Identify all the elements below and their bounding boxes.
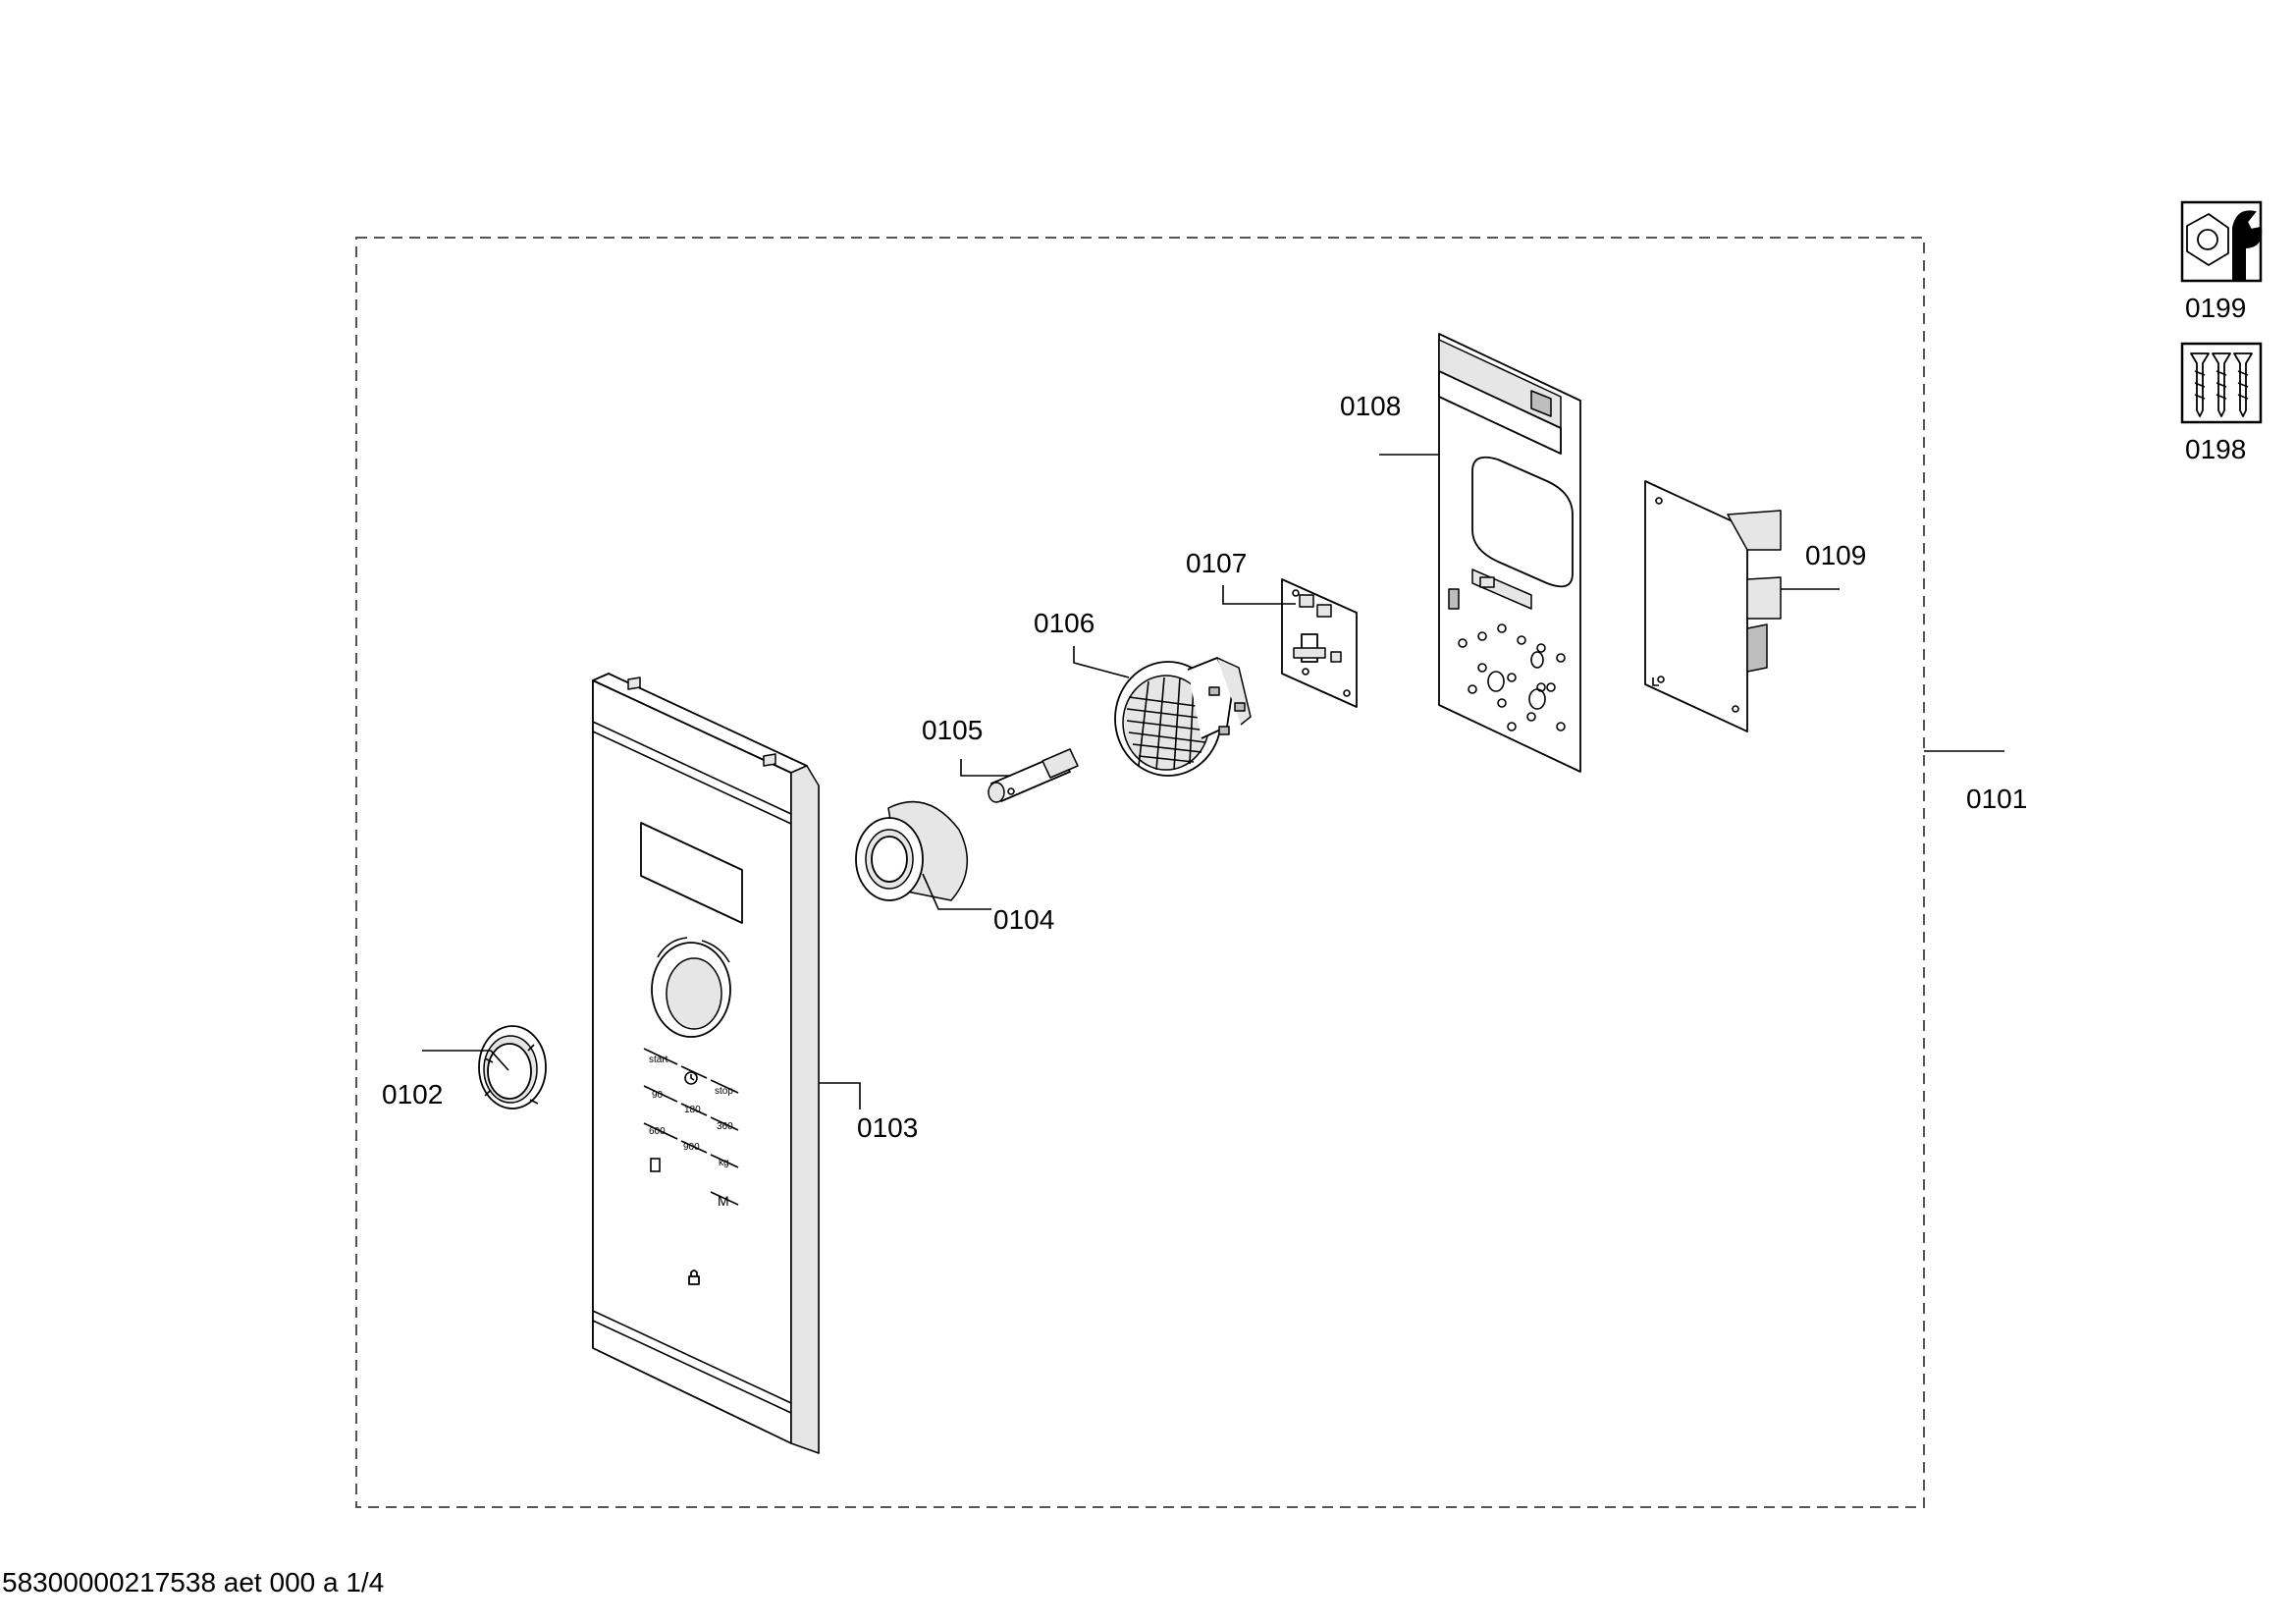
- button-start-label: start: [649, 1055, 668, 1065]
- label-0101: 0101: [1966, 784, 2027, 814]
- label-0106: 0106: [1034, 608, 1095, 638]
- lock-icon: [688, 1270, 700, 1285]
- button-180-label: 180: [684, 1105, 701, 1115]
- label-0199: 0199: [2185, 293, 2246, 323]
- label-0103: 0103: [857, 1112, 918, 1143]
- label-0107: 0107: [1186, 548, 1247, 578]
- door-icon: [650, 1158, 661, 1172]
- button-stop-label: stop: [715, 1086, 733, 1097]
- part-0103-control-panel: start stop 90 180 360 600 900 kg M: [592, 673, 820, 1454]
- clock-icon: [684, 1071, 698, 1085]
- button-m-label: M: [718, 1193, 729, 1209]
- part-0109-side-board: [1644, 480, 1782, 732]
- part-0104-knob: [855, 800, 969, 901]
- button-90-label: 90: [652, 1090, 664, 1101]
- label-0109: 0109: [1805, 540, 1866, 570]
- button-360-label: 360: [717, 1121, 733, 1132]
- button-kg-label: kg: [719, 1158, 729, 1168]
- leader-lines: [422, 454, 2004, 1110]
- assembly-boundary: [355, 237, 1925, 1508]
- part-0102-ring: [478, 1025, 547, 1110]
- label-0198: 0198: [2185, 434, 2246, 464]
- label-0108: 0108: [1340, 391, 1401, 421]
- screws-icon: [2180, 342, 2263, 424]
- part-0108-main-board: [1438, 333, 1581, 773]
- part-0105-shaft: [988, 748, 1079, 803]
- label-0104: 0104: [993, 904, 1054, 935]
- label-0102: 0102: [382, 1079, 443, 1110]
- part-0106-encoder: [1114, 657, 1252, 777]
- part-0107-switch-board: [1281, 578, 1358, 708]
- button-900-label: 900: [683, 1142, 700, 1153]
- document-footer: 58300000217538 aet 000 a 1/4: [2, 1567, 385, 1597]
- label-0105: 0105: [922, 715, 983, 745]
- nut-and-wrench-icon: [2180, 200, 2263, 283]
- button-600-label: 600: [649, 1126, 666, 1137]
